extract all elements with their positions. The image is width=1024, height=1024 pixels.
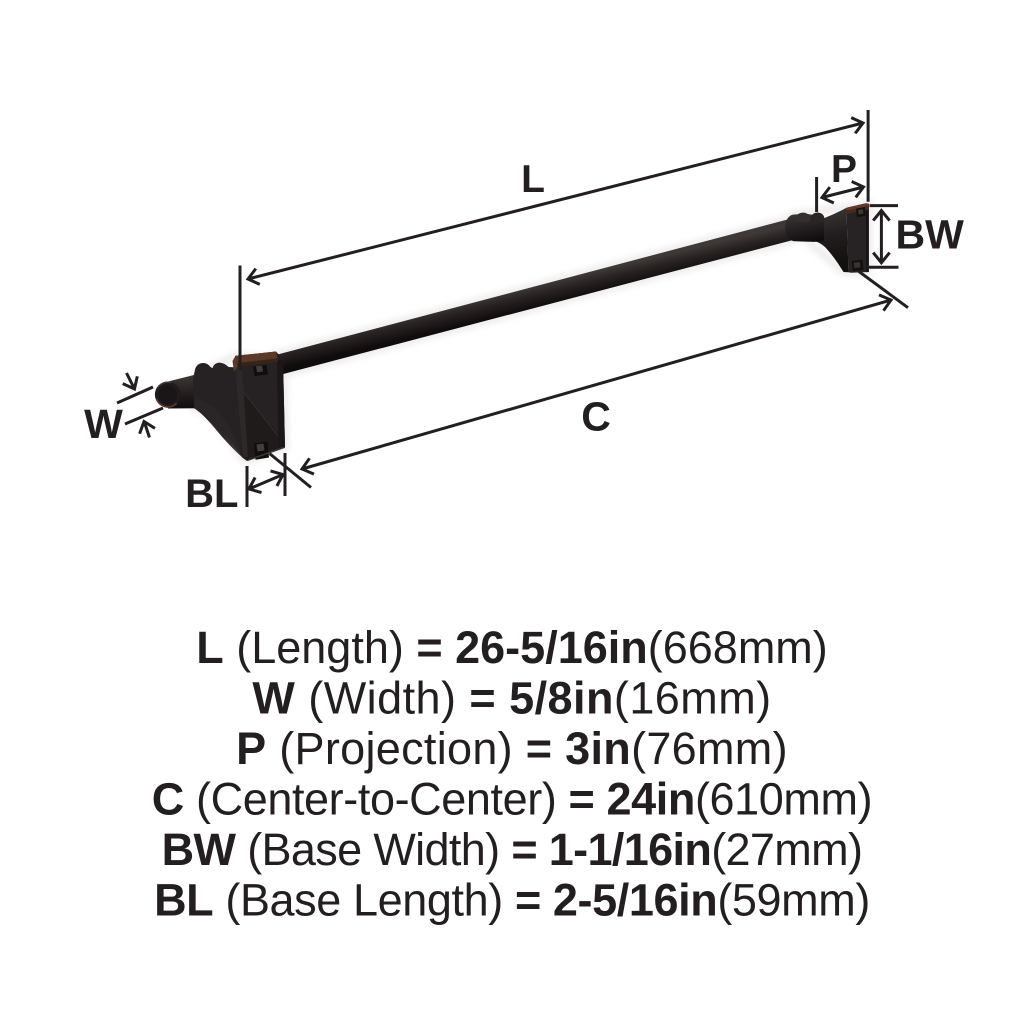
svg-text:BL: BL xyxy=(185,472,238,516)
svg-text:C: C xyxy=(581,394,611,440)
svg-text:L: L xyxy=(521,158,545,201)
svg-text:BW: BW xyxy=(896,212,965,258)
svg-text:BW (Base Width) = 1-1/16in(27m: BW (Base Width) = 1-1/16in(27mm) xyxy=(162,824,863,875)
svg-text:L (Length) = 26-5/16in(668mm): L (Length) = 26-5/16in(668mm) xyxy=(196,622,828,673)
svg-text:P (Projection) = 3in(76mm): P (Projection) = 3in(76mm) xyxy=(236,723,788,774)
svg-text:W: W xyxy=(84,401,123,447)
svg-text:P: P xyxy=(831,148,857,191)
svg-text:C (Center-to-Center) = 24in(61: C (Center-to-Center) = 24in(610mm) xyxy=(152,773,872,824)
svg-text:BL (Base Length) = 2-5/16in(59: BL (Base Length) = 2-5/16in(59mm) xyxy=(154,874,870,925)
svg-text:W (Width) = 5/8in(16mm): W (Width) = 5/8in(16mm) xyxy=(252,672,771,723)
